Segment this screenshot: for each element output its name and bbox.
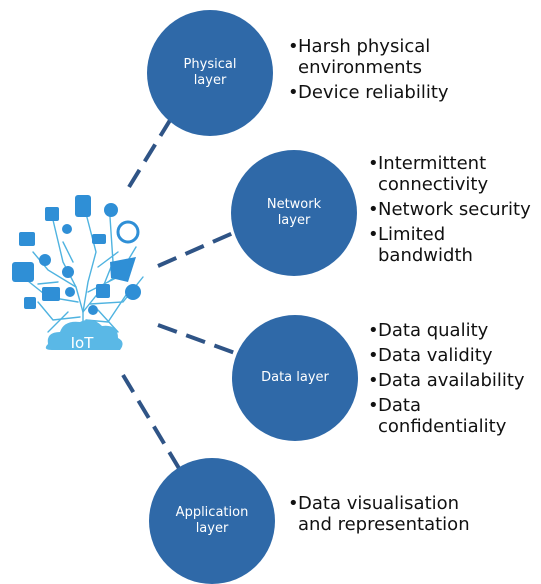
data-layer-node: Data layer	[232, 315, 358, 441]
data-layer-list: Data quality Data validity Data availabi…	[368, 320, 540, 441]
list-item: Data availability	[368, 370, 540, 391]
application-layer-label: Application layer	[175, 505, 249, 536]
list-item: Harsh physical environments	[288, 36, 468, 78]
application-layer-list: Data visualisation and representation	[288, 493, 478, 539]
physical-layer-node: Physical layer	[147, 10, 273, 136]
list-item: Network security	[368, 199, 540, 220]
list-item: Data validity	[368, 345, 540, 366]
list-item: Data confidentiality	[368, 395, 528, 437]
connector-data	[157, 323, 236, 355]
physical-layer-label: Physical layer	[183, 57, 237, 88]
list-item: Data visualisation and representation	[288, 493, 473, 535]
application-layer-node: Application layer	[149, 458, 275, 584]
list-item: Intermittent connectivity	[368, 153, 508, 195]
list-item: Data quality	[368, 320, 540, 341]
connector-network	[157, 231, 234, 268]
physical-layer-list: Harsh physical environments Device relia…	[288, 36, 468, 107]
connector-application	[121, 373, 182, 472]
network-layer-list: Intermittent connectivity Network securi…	[368, 153, 540, 270]
iot-label: IoT	[70, 334, 94, 352]
connector-physical	[127, 102, 182, 189]
iot-tree-icon: IoT	[8, 192, 158, 362]
list-item: Limited bandwidth	[368, 224, 488, 266]
data-layer-label: Data layer	[261, 370, 329, 385]
list-item: Device reliability	[288, 82, 468, 103]
network-layer-label: Network layer	[266, 197, 322, 228]
network-layer-node: Network layer	[231, 150, 357, 276]
